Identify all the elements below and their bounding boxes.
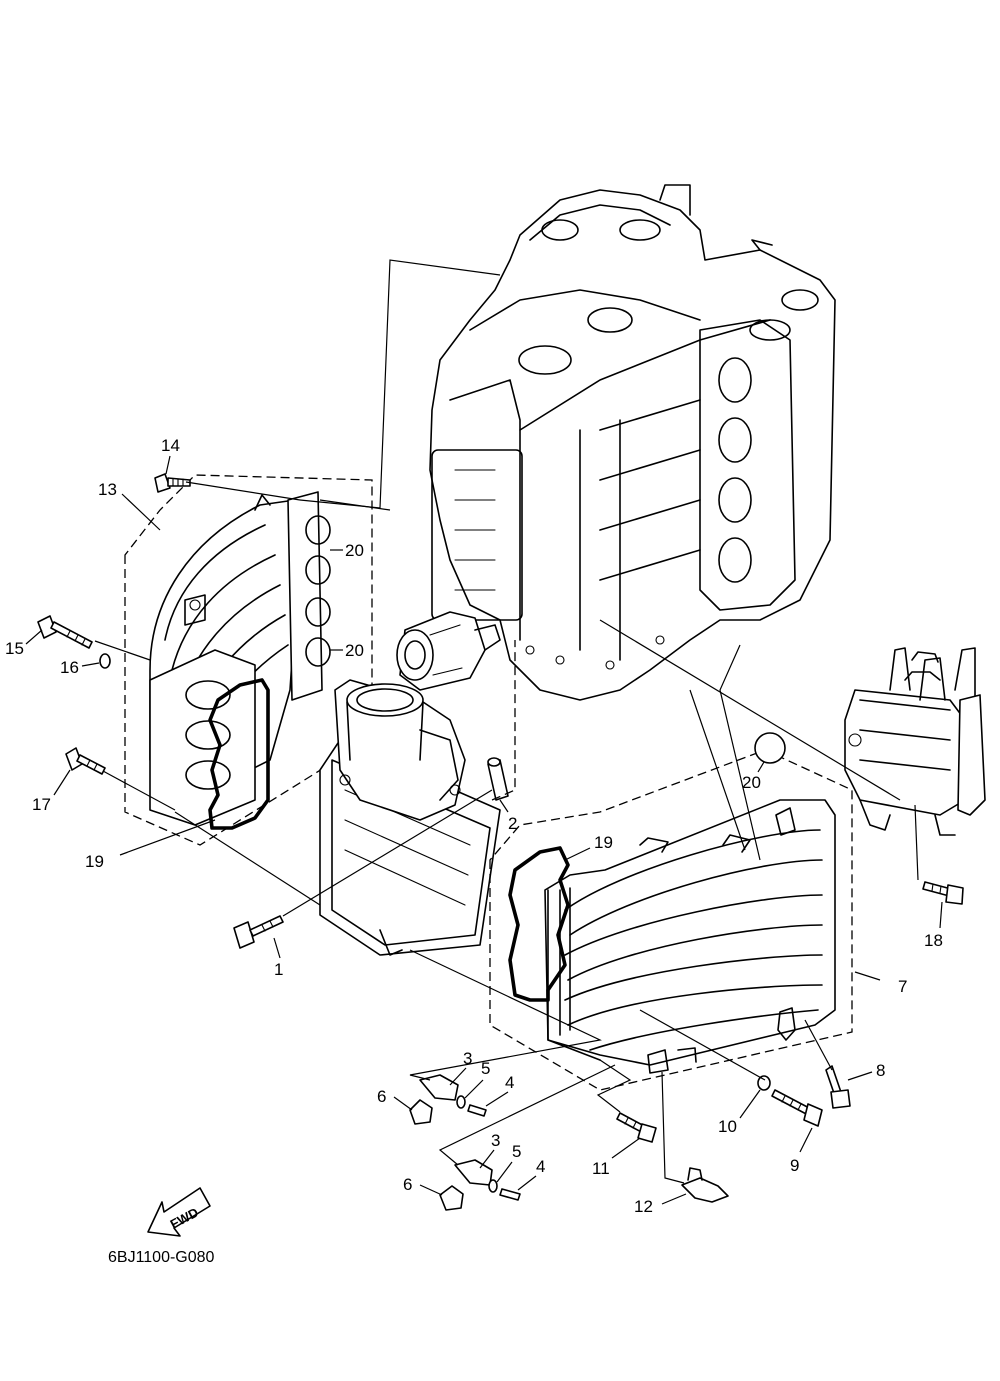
fuel-rail-assembly bbox=[844, 647, 986, 836]
reference-lines bbox=[94, 259, 919, 1184]
intake-manifold-port bbox=[149, 491, 331, 826]
callout-7: 7 bbox=[898, 977, 907, 996]
callout-3a: 3 bbox=[463, 1049, 472, 1068]
gasket-19-right bbox=[508, 846, 570, 1002]
callout-10: 10 bbox=[718, 1117, 737, 1136]
callout-14: 14 bbox=[161, 436, 180, 455]
bolt-9 bbox=[771, 1089, 823, 1127]
callout-17: 17 bbox=[32, 795, 51, 814]
callout-1: 1 bbox=[274, 960, 283, 979]
callout-4a: 4 bbox=[505, 1073, 514, 1092]
callout-13: 13 bbox=[98, 480, 117, 499]
bolt-18 bbox=[922, 881, 964, 905]
engine-block bbox=[396, 184, 836, 701]
diagram-code: 6BJ1100-G080 bbox=[108, 1249, 215, 1266]
callout-6b: 6 bbox=[403, 1175, 412, 1194]
bolt-1 bbox=[233, 915, 284, 949]
bolt-17 bbox=[65, 747, 106, 775]
o-ring-20 bbox=[754, 732, 786, 764]
callout-labels: 1 2 3 3 4 4 5 5 6 6 7 8 9 10 11 12 13 14… bbox=[5, 436, 943, 1216]
callout-9: 9 bbox=[790, 1156, 799, 1175]
bolt-8 bbox=[825, 1065, 851, 1109]
bolt-11 bbox=[616, 1112, 657, 1143]
callout-4b: 4 bbox=[536, 1157, 545, 1176]
callout-2: 2 bbox=[508, 814, 517, 833]
collar-2 bbox=[487, 757, 509, 801]
callout-8: 8 bbox=[876, 1061, 885, 1080]
callout-20c: 20 bbox=[742, 773, 761, 792]
washer-10 bbox=[757, 1075, 771, 1091]
callout-6a: 6 bbox=[377, 1087, 386, 1106]
callout-20b: 20 bbox=[345, 641, 364, 660]
callout-5a: 5 bbox=[481, 1059, 490, 1078]
gasket-19-left bbox=[208, 678, 270, 830]
clip-12 bbox=[681, 1167, 729, 1203]
callout-11: 11 bbox=[592, 1159, 610, 1178]
bolt-15 bbox=[37, 615, 93, 649]
callout-18: 18 bbox=[924, 931, 943, 950]
callout-16: 16 bbox=[60, 658, 79, 677]
fwd-arrow: FWD bbox=[147, 1187, 211, 1237]
callout-19b: 19 bbox=[594, 833, 613, 852]
callout-12: 12 bbox=[634, 1197, 653, 1216]
bolt-14 bbox=[154, 473, 191, 493]
group-outline-13 bbox=[124, 474, 373, 846]
bracket-set-upper bbox=[409, 1074, 487, 1125]
callout-19a: 19 bbox=[85, 852, 104, 871]
callout-5b: 5 bbox=[512, 1142, 521, 1161]
washer-16 bbox=[99, 653, 111, 669]
callout-20a: 20 bbox=[345, 541, 364, 560]
callout-15: 15 bbox=[5, 639, 24, 658]
intake-manifold-main bbox=[544, 799, 836, 1074]
throttle-body bbox=[319, 679, 501, 956]
callout-3b: 3 bbox=[491, 1131, 500, 1150]
bracket-set-lower bbox=[439, 1159, 521, 1211]
